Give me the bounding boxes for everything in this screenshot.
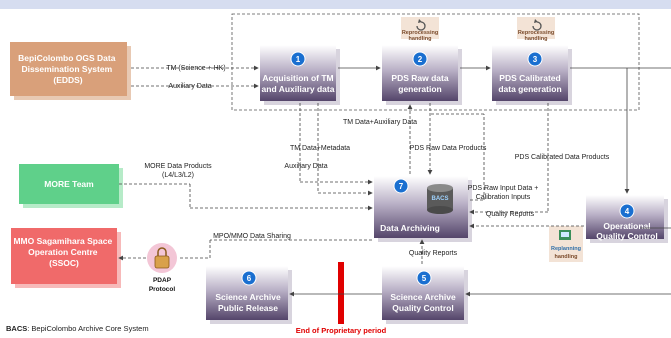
flow-tm: TM (Science + HK) — [166, 65, 225, 72]
more-team-entity[interactable]: MORE Team — [19, 164, 123, 208]
svg-text:3: 3 — [533, 55, 538, 64]
end-proprietary-label: End of Proprietary period — [296, 326, 387, 335]
edds-entity[interactable]: BepiColombo OGS Data Dissemination Syste… — [10, 42, 131, 100]
flow-aux: Auxiliary Data — [168, 83, 211, 90]
svg-text:2: 2 — [418, 55, 423, 64]
svg-text:Data Archiving: Data Archiving — [380, 223, 440, 233]
flow-pds-cal: PDS Calibrated Data Products — [515, 154, 610, 161]
svg-text:1: 1 — [296, 55, 301, 64]
process-7[interactable]: 7 Data Archiving BACS — [374, 176, 472, 242]
svg-text:BepiColombo OGS Data Dis: BepiColombo OGS Data Dissemination Syste… — [18, 53, 118, 85]
flow-tm-aux: TM Data+Auxiliary Data — [343, 119, 417, 126]
svg-text:4: 4 — [625, 207, 630, 216]
flow-mpo-mmo: MPO/MMO Data Sharing — [213, 233, 291, 240]
flow-quality1: Quality Reports — [486, 211, 535, 218]
more-label: MORE Team — [44, 179, 94, 189]
processing-group — [231, 13, 640, 111]
footnote: BACS: BepiColombo Archive Core System — [6, 324, 149, 333]
svg-text:7: 7 — [399, 182, 404, 191]
flow-more-products: MORE Data Products(L4/L3/L2) — [144, 163, 212, 179]
svg-text:MMO Sagamihara Space Ope: MMO Sagamihara Space Operation Centre (S… — [13, 236, 114, 268]
ssoc-entity[interactable]: MMO Sagamihara Space Operation Centre (S… — [11, 228, 121, 288]
flow-aux2: Auxiliary Data — [284, 163, 327, 170]
flow-pds-raw: PDS Raw Data Products — [410, 145, 487, 152]
proprietary-end-bar — [338, 262, 344, 324]
flow-tm-meta: TM Data+Metadata — [290, 145, 350, 152]
top-bar — [0, 0, 671, 9]
flow-pds-raw-input: PDS Raw Input Data +Calibration Inputs — [468, 185, 539, 201]
svg-text:5: 5 — [422, 274, 427, 283]
svg-text:6: 6 — [247, 274, 252, 283]
svg-text:BACS: BACS — [431, 196, 448, 202]
flow-quality2: Quality Reports — [409, 250, 458, 257]
bacs-database-icon: BACS — [427, 184, 453, 214]
